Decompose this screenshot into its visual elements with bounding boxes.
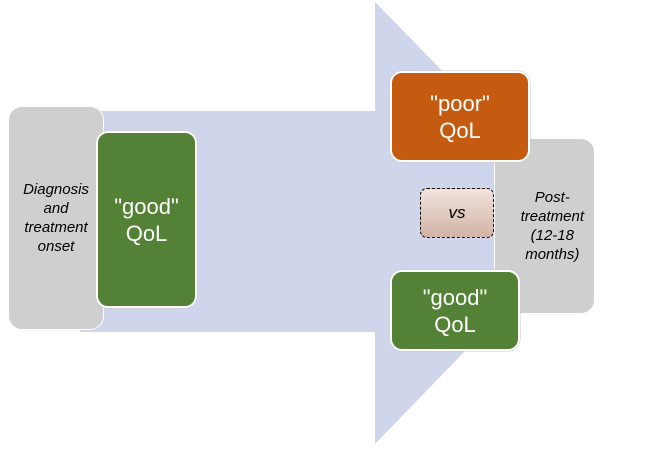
start-timepoint-label: Diagnosis and treatment onset: [23, 181, 89, 255]
end-timepoint-label: Post- treatment (12-18 months): [520, 189, 584, 263]
start-good-qol-label: "good" QoL: [114, 193, 179, 246]
vs-comparison-box: vs: [420, 188, 494, 238]
end-poor-qol-label: "poor" QoL: [430, 90, 490, 143]
start-good-qol-box: "good" QoL: [96, 131, 197, 308]
vs-comparison-label: vs: [448, 203, 466, 222]
end-good-qol-label: "good" QoL: [422, 284, 488, 337]
start-timepoint-box: Diagnosis and treatment onset: [8, 106, 104, 330]
end-poor-qol-box: "poor" QoL: [390, 71, 530, 162]
end-good-qol-box: "good" QoL: [390, 270, 520, 351]
